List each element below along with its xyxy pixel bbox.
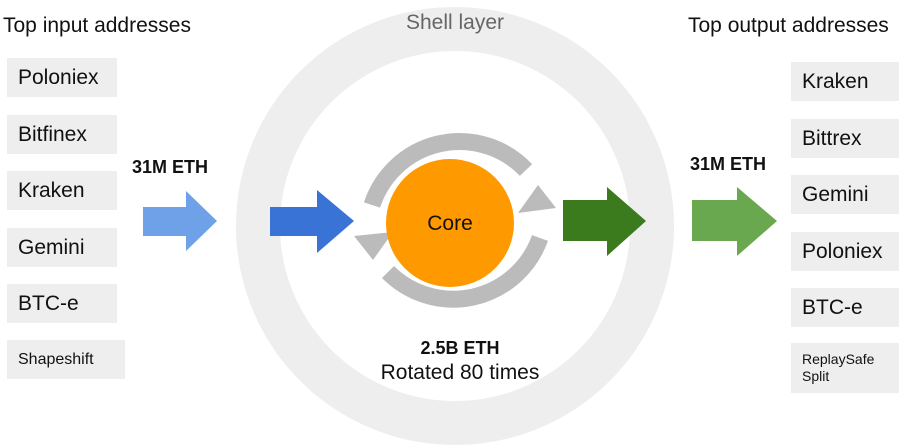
input-address-label: Kraken xyxy=(18,178,85,202)
shell-layer-label: Shell layer xyxy=(405,11,505,34)
input-address-box: Poloniex xyxy=(7,58,117,97)
input-address-label: BTC-e xyxy=(18,291,79,315)
core-amount: 2.5B ETH xyxy=(420,338,500,358)
output-address-box: BTC-e xyxy=(791,288,899,327)
core-circle xyxy=(386,159,514,287)
output-address-box: ReplaySafe Split xyxy=(791,343,899,393)
output-address-label: BTC-e xyxy=(802,295,863,319)
input-flow-arrow-icon xyxy=(143,191,217,251)
output-address-box: Kraken xyxy=(791,62,899,101)
output-addresses-heading: Top output addresses xyxy=(688,14,889,37)
core-label: Core xyxy=(427,212,473,235)
input-address-label: Bitfinex xyxy=(18,122,87,146)
output-address-box: Gemini xyxy=(791,175,899,214)
input-address-box: Shapeshift xyxy=(7,340,125,379)
input-addresses-heading: Top input addresses xyxy=(3,14,191,37)
input-address-label: Poloniex xyxy=(18,65,99,89)
input-flow-label: 31M ETH xyxy=(132,157,209,177)
core-rotation-note: Rotated 80 times xyxy=(380,361,540,384)
input-address-box: Bitfinex xyxy=(7,115,117,154)
output-address-label: Kraken xyxy=(802,69,869,93)
input-address-box: Gemini xyxy=(7,228,117,267)
rotation-arrows-icon xyxy=(354,133,556,308)
output-flow-label: 31M ETH xyxy=(690,154,767,174)
input-address-label: Gemini xyxy=(18,235,85,259)
output-address-label: Poloniex xyxy=(802,239,883,263)
output-address-box: Poloniex xyxy=(791,232,899,271)
input-address-box: BTC-e xyxy=(7,284,117,323)
output-address-label: Bittrex xyxy=(802,126,862,150)
output-address-box: Bittrex xyxy=(791,119,899,158)
output-address-label: ReplaySafe Split xyxy=(802,351,875,384)
output-flow-arrow-icon xyxy=(692,187,777,256)
input-address-box: Kraken xyxy=(7,171,117,210)
shell-entry-arrow-icon xyxy=(270,190,354,253)
input-address-label: Shapeshift xyxy=(18,350,94,368)
shell-ring xyxy=(236,7,674,445)
shell-exit-arrow-icon xyxy=(563,187,646,256)
output-address-label: Gemini xyxy=(802,182,869,206)
